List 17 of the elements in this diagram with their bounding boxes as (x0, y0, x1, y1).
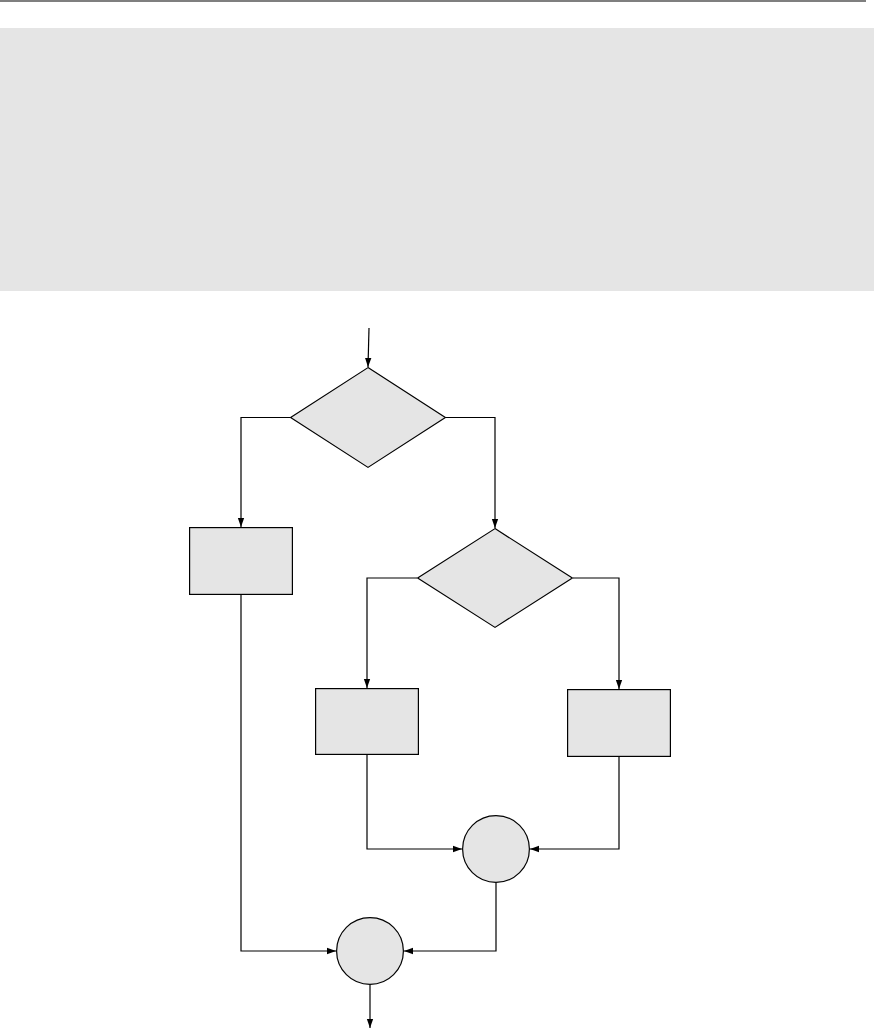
decision-diamond (417, 528, 573, 628)
arrow (366, 984, 374, 1029)
connector-circle (336, 917, 404, 985)
arrow (237, 416, 291, 528)
process-box (567, 689, 671, 757)
connector-circle (462, 815, 530, 883)
arrow (403, 882, 497, 955)
arrow (366, 754, 463, 853)
arrow (240, 594, 337, 955)
process-box (189, 527, 293, 595)
process-box (315, 688, 419, 755)
arrow (445, 416, 499, 529)
arrow (529, 756, 620, 853)
decision-diamond (290, 367, 446, 468)
arrow (363, 577, 418, 689)
arrow (365, 327, 372, 368)
arrow (572, 577, 623, 690)
